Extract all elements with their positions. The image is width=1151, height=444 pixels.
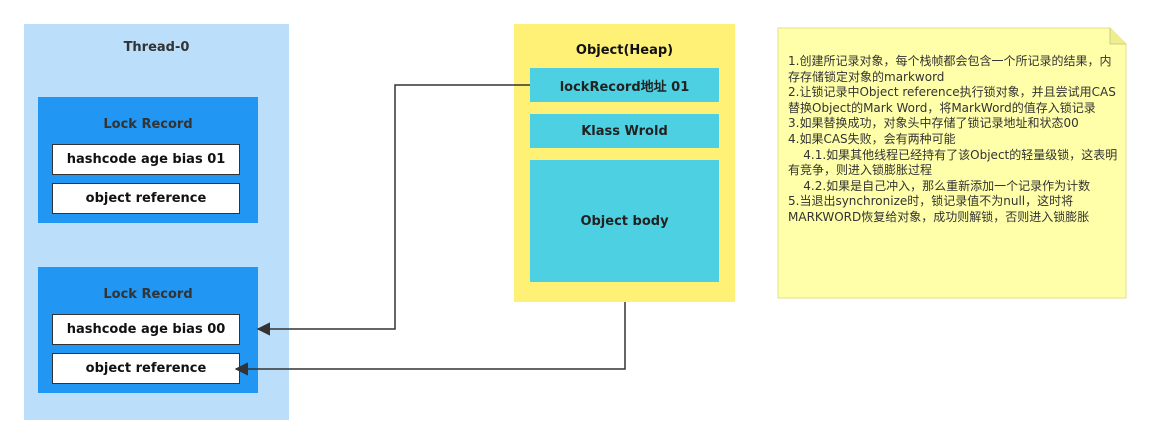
lock-record-2-title: Lock Record	[103, 287, 193, 302]
lock-record-1-mark-word: hashcode age bias 01	[52, 144, 240, 175]
lock-record-2-mark-word: hashcode age bias 00	[52, 314, 240, 345]
note-text: 1.创建所记录对象，每个栈帧都会包含一个所记录的结果，内存存储锁定对象的mark…	[788, 54, 1120, 226]
note-line-2: 2.让锁记录中Object reference执行锁对象，并且尝试用CAS替换O…	[788, 85, 1116, 115]
note-line-4: 4.如果CAS失败，会有两种可能	[788, 131, 956, 146]
thread-title: Thread-0	[123, 40, 190, 55]
heap-klass-word-cell: Klass Wrold	[530, 114, 719, 148]
lock-record-1-object-reference: object reference	[52, 183, 240, 214]
note-line-6: 4.2.如果是自己冲入，那么重新添加一个记录作为计数	[788, 178, 1091, 193]
arrow-mark-word-to-lock-record	[256, 84, 530, 336]
heap-title: Object(Heap)	[575, 43, 674, 58]
note-line-3: 3.如果替换成功，对象头中存储了锁记录地址和状态00	[788, 116, 1079, 131]
note-line-5: 4.1.如果其他线程已经持有了该Object的轻量级锁，这表明有竞争，则进入锁膨…	[788, 147, 1118, 178]
note-line-7: 5.当退出synchronize时，锁记录值不为null，这时将MARKWORD…	[788, 194, 1090, 224]
note-fold	[1109, 28, 1126, 45]
note-line-1: 1.创建所记录对象，每个栈帧都会包含一个所记录的结果，内存存储锁定对象的mark…	[788, 54, 1112, 84]
note-shape	[777, 27, 1127, 299]
lock-record-1-title: Lock Record	[103, 117, 193, 132]
lock-record-2-object-reference: object reference	[52, 353, 240, 384]
heap-mark-word-cell: lockRecord地址 01	[530, 68, 719, 102]
arrow-heap-to-object-reference	[234, 302, 626, 376]
heap-object-body-cell: Object body	[530, 160, 719, 282]
